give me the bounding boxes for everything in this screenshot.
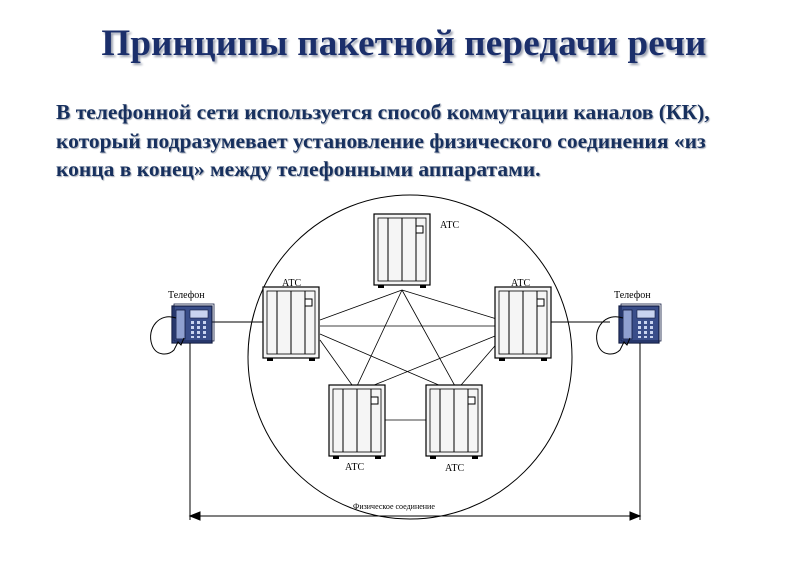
exchange-label-top: АТС [440,220,459,231]
exchange-label-bottom-left: АТС [345,462,364,473]
phone-left-label: Телефон [168,290,205,301]
telephone-left [150,303,215,520]
exchange-top [373,213,431,289]
network-boundary [247,194,573,520]
exchange-right [494,286,552,362]
physical-connection-label: Физическое соединение [353,502,435,511]
exchange-left [262,286,320,362]
exchange-label-bottom-right: АТС [445,463,464,474]
exchange-label-left: АТС [282,278,301,289]
exchange-label-right: АТС [511,278,530,289]
physical-connection-arrow [188,511,642,521]
slide-title: Принципы пакетной передачи речи [101,23,707,64]
slide-body-text: В телефонной сети используется способ ко… [56,100,710,181]
exchange-bottom-right [425,384,483,460]
phone-right-label: Телефон [614,290,651,301]
mesh-links [319,289,501,421]
telephone-right [596,303,662,520]
exchange-bottom-left [328,384,386,460]
